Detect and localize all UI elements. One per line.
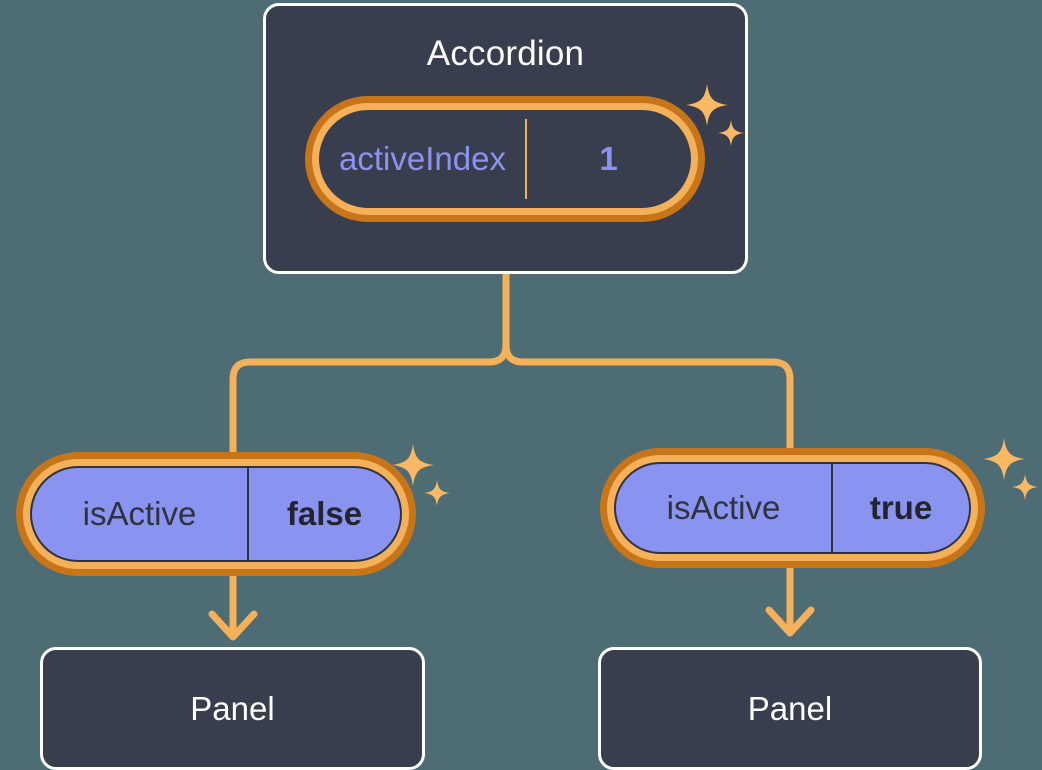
arrow-down-icon xyxy=(208,610,258,641)
arrow-down-icon xyxy=(765,606,815,637)
prop-key-label: isActive xyxy=(666,489,781,526)
prop-pill-isactive-true[interactable]: isActive true xyxy=(600,448,985,568)
prop-pill-isactive-false[interactable]: isActive false xyxy=(16,452,416,576)
sparkle-icon xyxy=(983,438,1025,480)
sparkle-small-icon xyxy=(424,480,450,506)
pill-body: isActive false xyxy=(30,466,402,562)
state-key-label: activeIndex xyxy=(339,140,506,177)
panel-title: Panel xyxy=(190,689,275,727)
prop-value-label: false xyxy=(286,495,363,532)
edge-accordion-to-right xyxy=(502,271,794,456)
pill-highlight-ring: isActive false xyxy=(23,459,409,569)
prop-key-label: isActive xyxy=(82,495,197,532)
state-pill-activeindex[interactable]: activeIndex 1 xyxy=(305,96,705,222)
pill-highlight-ring: activeIndex 1 xyxy=(312,103,698,215)
panel-component-card-left[interactable]: Panel xyxy=(40,647,425,770)
sparkle-small-icon xyxy=(1012,474,1038,500)
state-value-label: 1 xyxy=(599,140,618,177)
pill-divider xyxy=(247,468,249,560)
prop-value-label: true xyxy=(869,489,933,526)
pill-body: isActive true xyxy=(614,462,971,554)
panel-title: Panel xyxy=(747,689,833,727)
pill-highlight-ring: isActive true xyxy=(607,455,978,561)
pill-divider xyxy=(831,464,833,552)
pill-divider xyxy=(525,119,527,199)
edge-accordion-to-left xyxy=(229,271,510,456)
panel-component-card-right[interactable]: Panel xyxy=(598,647,982,770)
page-title: Accordion xyxy=(426,34,585,73)
pill-body: activeIndex 1 xyxy=(319,110,691,208)
